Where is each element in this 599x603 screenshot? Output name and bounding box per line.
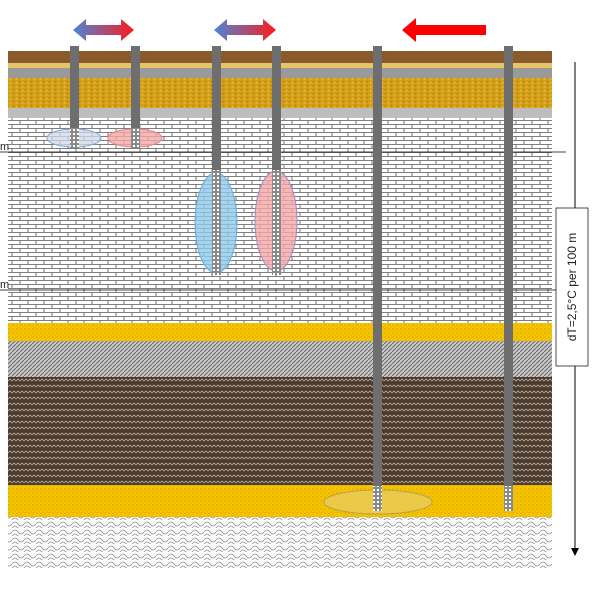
bidirectional-flow-arrow-shallow bbox=[73, 19, 134, 41]
bidirectional-flow-arrow-mid bbox=[214, 19, 276, 41]
depth-marker-upper: m bbox=[0, 141, 9, 153]
hatched-layer bbox=[8, 341, 552, 377]
dark-rock-layer bbox=[8, 377, 552, 485]
well-screen-4 bbox=[272, 170, 281, 275]
well-pipe-3 bbox=[212, 46, 221, 173]
well-screen-1 bbox=[70, 128, 79, 148]
basement-layer bbox=[8, 517, 552, 569]
deep-aquifer-layer bbox=[8, 485, 552, 517]
aquifer-yellow-layer bbox=[8, 323, 552, 341]
well-screen-6 bbox=[504, 486, 513, 511]
depth-marker-lower: m bbox=[0, 279, 9, 291]
well-screen-5 bbox=[373, 486, 382, 511]
well-pipe-4 bbox=[272, 46, 281, 173]
well-pipe-6 bbox=[504, 46, 513, 486]
well-screen-2 bbox=[131, 128, 140, 148]
extraction-arrow-deep bbox=[402, 18, 486, 42]
gradient-arrow-head bbox=[571, 548, 579, 556]
well-screen-3 bbox=[212, 170, 221, 275]
well-pipe-5 bbox=[373, 46, 382, 486]
gradient-label: dT=2,5°C per 100 m bbox=[565, 233, 579, 342]
